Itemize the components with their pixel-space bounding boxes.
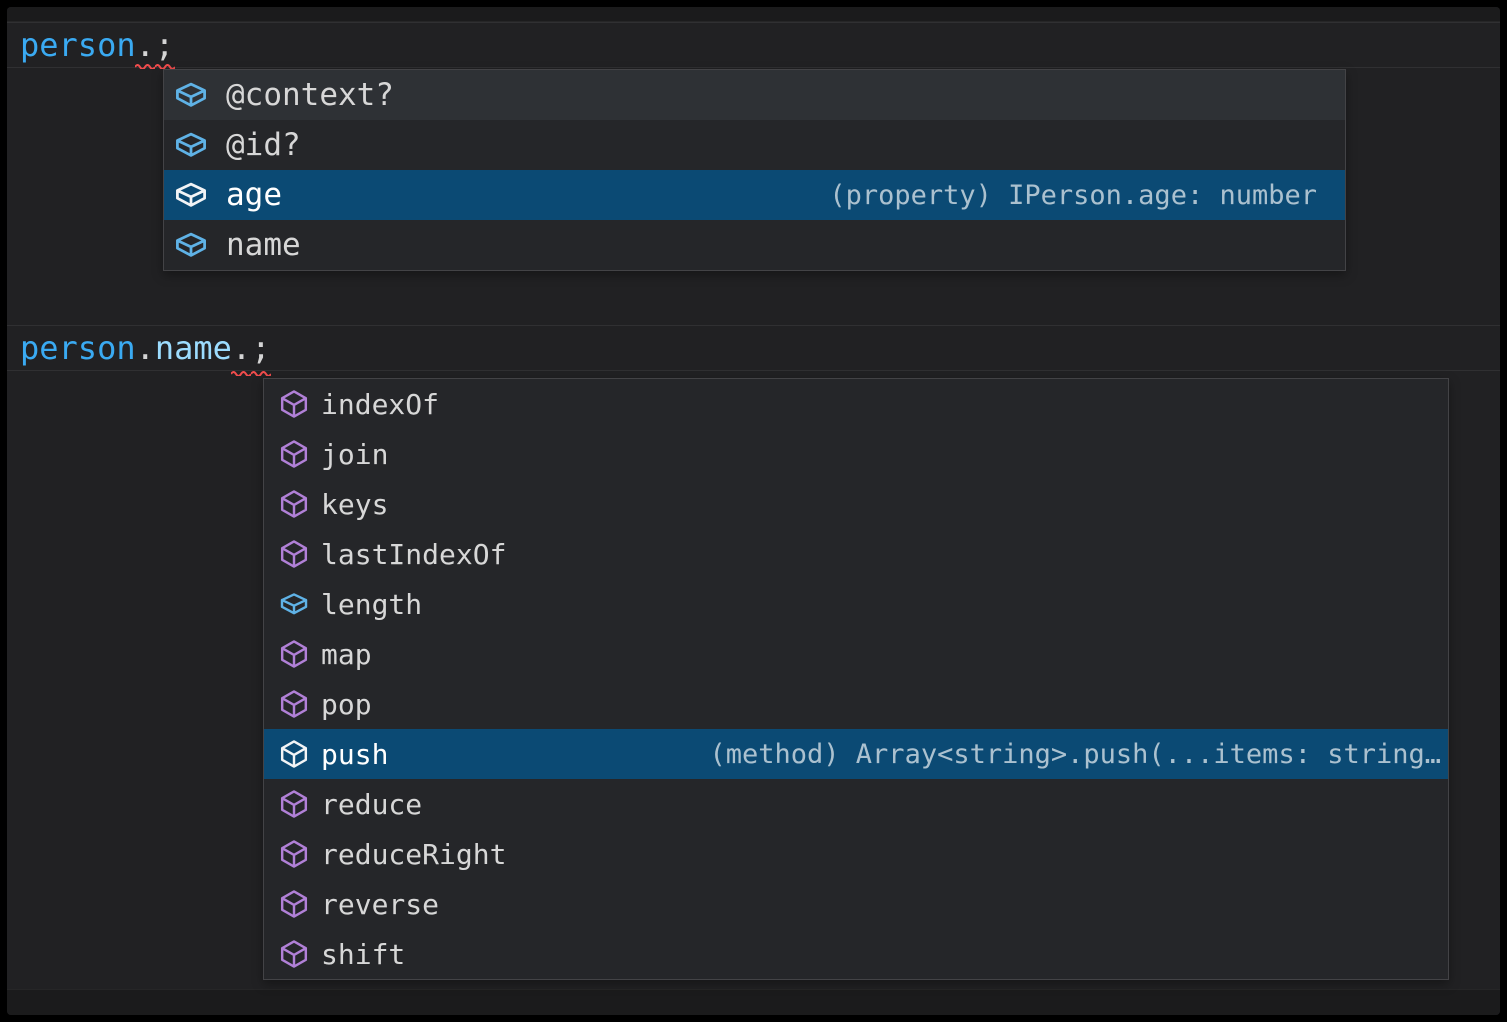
suggestion-item-name[interactable]: name — [164, 220, 1345, 270]
editor-canvas: person.; @context? @id? age (property) IPer… — [7, 7, 1500, 1015]
code-token-object: person — [20, 26, 136, 64]
suggestion-label: indexOf — [321, 387, 440, 421]
suggestion-label: @context? — [226, 77, 394, 113]
suggestion-item-reduce[interactable]: reduce — [264, 779, 1448, 829]
suggestion-label: age — [226, 177, 282, 213]
symbol-method-icon — [280, 390, 308, 418]
suggestion-item-context[interactable]: @context? — [164, 70, 1345, 120]
symbol-field-icon — [176, 82, 206, 107]
suggestion-label: push — [321, 737, 389, 771]
symbol-field-icon — [176, 182, 206, 207]
current-line-highlight-2 — [7, 325, 1500, 371]
symbol-field-icon — [176, 132, 206, 157]
error-squiggle — [135, 64, 155, 69]
suggestion-label: keys — [321, 487, 389, 521]
symbol-method-icon — [280, 690, 308, 718]
suggestion-label: lastIndexOf — [321, 537, 507, 571]
editor-top-band — [7, 7, 1500, 22]
suggestion-label: name — [226, 227, 301, 263]
symbol-method-icon — [280, 790, 308, 818]
symbol-method-icon — [280, 840, 308, 868]
suggestion-item-reverse[interactable]: reverse — [264, 879, 1448, 929]
symbol-method-icon — [280, 640, 308, 668]
code-token-property: name — [154, 329, 232, 367]
symbol-field-icon — [280, 593, 308, 615]
suggestion-item-shift[interactable]: shift — [264, 929, 1448, 979]
code-line-1[interactable]: person.; — [20, 22, 174, 68]
code-token-semicolon: ; — [154, 26, 175, 64]
suggestion-label: length — [321, 587, 423, 621]
suggestion-label: reverse — [321, 887, 440, 921]
suggestion-item-keys[interactable]: keys — [264, 479, 1448, 529]
suggestion-detail: (method) Array<string>.push(...items: st… — [709, 738, 1442, 770]
suggest-widget-person-name: indexOf join keys lastIndexOf length map pop pu… — [263, 378, 1449, 980]
code-line-2[interactable]: person.name.; — [20, 325, 270, 371]
symbol-method-icon — [280, 490, 308, 518]
code-token-semicolon: ; — [251, 329, 271, 367]
error-squiggle — [231, 371, 251, 376]
suggestion-item-reduceright[interactable]: reduceRight — [264, 829, 1448, 879]
suggestion-label: reduce — [321, 787, 423, 821]
symbol-method-icon — [280, 740, 308, 768]
suggest-widget-person: @context? @id? age (property) IPerson.age: … — [163, 69, 1346, 271]
symbol-method-icon — [280, 890, 308, 918]
suggestion-item-indexof[interactable]: indexOf — [264, 379, 1448, 429]
suggestion-item-age[interactable]: age (property) IPerson.age: number — [164, 170, 1345, 220]
suggestion-label: map — [321, 637, 372, 671]
code-token-dot: . — [135, 26, 155, 64]
editor-bottom-band — [7, 989, 1500, 1015]
suggestion-item-push[interactable]: push (method) Array<string>.push(...items… — [264, 729, 1448, 779]
suggestion-label: pop — [321, 687, 372, 721]
code-token-object: person — [20, 329, 136, 367]
suggestion-label: join — [321, 437, 389, 471]
suggestion-item-id[interactable]: @id? — [164, 120, 1345, 170]
suggestion-item-map[interactable]: map — [264, 629, 1448, 679]
suggestion-item-length[interactable]: length — [264, 579, 1448, 629]
error-squiggle — [251, 371, 271, 376]
code-token-dot: . — [135, 329, 155, 367]
symbol-method-icon — [280, 440, 308, 468]
suggestion-item-join[interactable]: join — [264, 429, 1448, 479]
code-token-dot: . — [231, 329, 252, 367]
suggestion-label: shift — [321, 937, 406, 971]
symbol-method-icon — [280, 540, 308, 568]
suggestion-label: @id? — [226, 127, 301, 163]
suggestion-label: reduceRight — [321, 837, 507, 871]
symbol-field-icon — [176, 232, 206, 257]
suggestion-detail: (property) IPerson.age: number — [829, 179, 1317, 211]
suggestion-item-lastindexof[interactable]: lastIndexOf — [264, 529, 1448, 579]
error-squiggle — [155, 64, 175, 69]
current-line-highlight-1 — [7, 22, 1500, 68]
suggestion-item-pop[interactable]: pop — [264, 679, 1448, 729]
symbol-method-icon — [280, 940, 308, 968]
